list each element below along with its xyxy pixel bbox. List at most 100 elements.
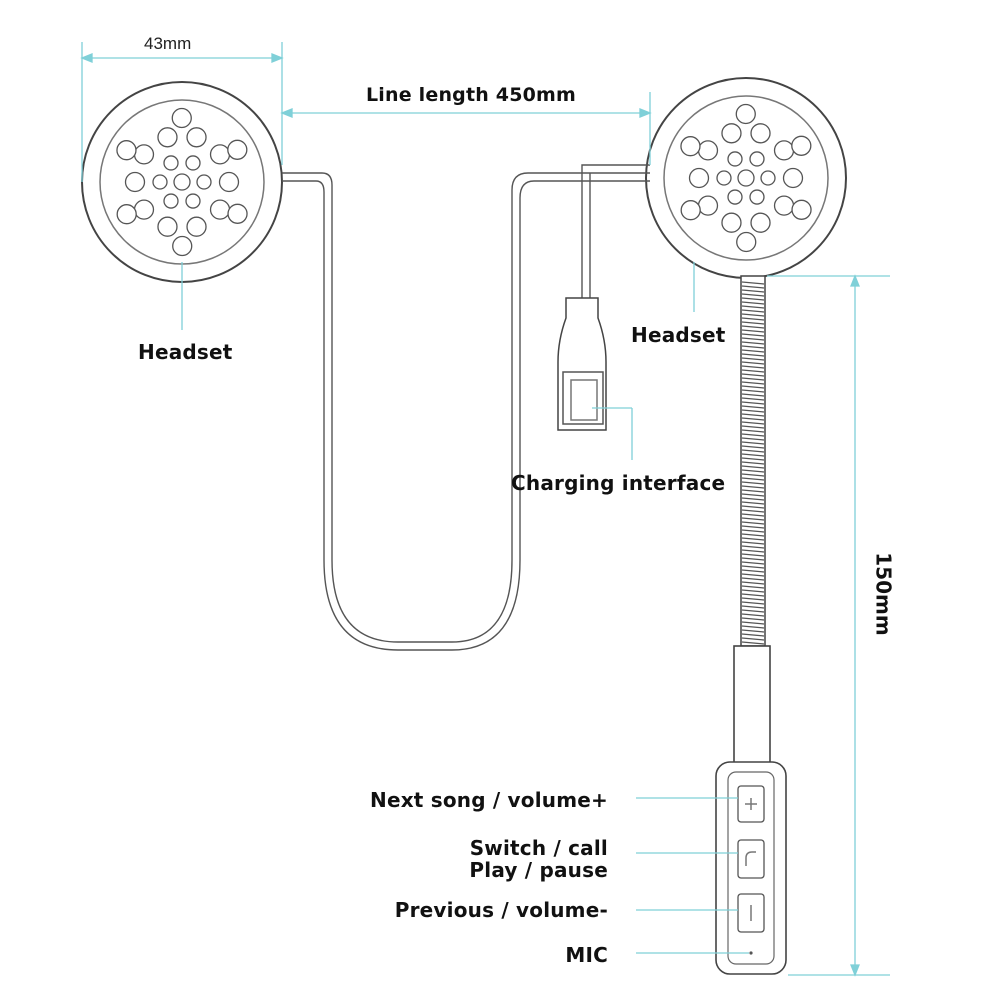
coil-segment — [741, 621, 765, 625]
coil-segment — [741, 349, 765, 353]
speaker-holes-left — [116, 107, 248, 257]
coil-segment — [741, 417, 765, 421]
coil-segment — [741, 569, 765, 573]
charging-interface-label: Charging interface — [511, 471, 726, 495]
speaker-hole — [716, 170, 732, 186]
coil-segment — [741, 585, 765, 589]
speaker-hole — [163, 155, 179, 171]
speaker-hole — [760, 170, 776, 186]
next-song-label: Next song / volume+ — [370, 788, 608, 812]
coil-segment — [741, 613, 765, 617]
gooseneck-boom — [740, 275, 766, 647]
coil-segment — [741, 525, 765, 529]
coil-segment — [741, 565, 765, 569]
speaker-hole — [172, 235, 193, 257]
coil-segment — [741, 509, 765, 513]
coil-segment — [741, 633, 765, 637]
coil-segment — [741, 557, 765, 561]
coil-segment — [741, 353, 765, 357]
coil-segment — [741, 453, 765, 457]
coil-segment — [741, 461, 765, 465]
coil-segment — [741, 549, 765, 553]
coil-segment — [741, 285, 765, 289]
speaker-hole — [185, 193, 201, 209]
speaker-hole — [209, 199, 231, 220]
coil-segment — [741, 629, 765, 633]
coil-segment — [741, 589, 765, 593]
coil-segment — [741, 281, 765, 285]
headset-right-label: Headset — [631, 323, 726, 347]
speaker-hole — [152, 174, 168, 190]
coil-segment — [741, 317, 765, 321]
speaker-hole — [173, 173, 191, 191]
coil-segment — [741, 445, 765, 449]
coil-segment — [741, 477, 765, 481]
speaker-hole — [749, 151, 765, 167]
speaker-hole — [727, 151, 743, 167]
plus-button[interactable] — [737, 785, 765, 823]
coil-segment — [741, 309, 765, 313]
coil-segment — [741, 333, 765, 337]
earpiece-width-label: 43mm — [144, 34, 192, 53]
plus-icon — [745, 798, 757, 810]
coil-segment — [741, 377, 765, 381]
coil-segment — [741, 505, 765, 509]
speaker-hole — [737, 169, 755, 187]
speaker-hole — [186, 216, 207, 237]
coil-segment — [741, 597, 765, 601]
coil-segment — [741, 449, 765, 453]
previous-label: Previous / volume- — [394, 898, 608, 922]
coil-segment — [741, 401, 765, 405]
minus-button[interactable] — [737, 893, 765, 933]
speaker-hole — [688, 167, 710, 189]
charging-connector — [557, 297, 607, 431]
coil-segment — [741, 289, 765, 293]
coil-segment — [741, 473, 765, 477]
left-earpiece — [81, 81, 283, 283]
speaker-hole — [133, 144, 155, 165]
speaker-hole — [791, 199, 812, 220]
coil-segment — [741, 321, 765, 325]
mic-label: MIC — [565, 943, 608, 967]
speaker-hole — [736, 231, 757, 253]
speaker-hole — [218, 171, 240, 193]
coil-segment — [741, 513, 765, 517]
speaker-hole — [116, 204, 137, 225]
line-length-label: Line length 450mm — [366, 84, 577, 106]
coil-segment — [741, 521, 765, 525]
speaker-hole — [133, 199, 155, 220]
speaker-hole — [196, 174, 212, 190]
coil-segment — [741, 341, 765, 345]
coil-segment — [741, 381, 765, 385]
speaker-hole — [791, 135, 812, 156]
coil-segment — [741, 429, 765, 433]
coil-segment — [741, 357, 765, 361]
coil-segment — [741, 573, 765, 577]
speaker-hole — [171, 107, 192, 129]
coil-segment — [741, 389, 765, 393]
right-earpiece — [645, 77, 847, 279]
speaker-hole — [209, 144, 231, 165]
speaker-hole — [157, 127, 178, 148]
coil-segment — [741, 517, 765, 521]
coil-segment — [741, 301, 765, 305]
call-button[interactable] — [737, 839, 765, 879]
coil-segment — [741, 305, 765, 309]
speaker-hole — [116, 140, 137, 161]
charging-cable — [581, 164, 650, 298]
speaker-hole — [157, 216, 178, 237]
speaker-hole — [697, 140, 719, 161]
phone-icon — [745, 851, 756, 866]
coil-segment — [741, 605, 765, 609]
dimension-lines — [80, 42, 890, 977]
coil-segment — [741, 325, 765, 329]
coil-segment — [741, 433, 765, 437]
coil-segment — [741, 337, 765, 341]
play-pause-label: Play / pause — [469, 858, 608, 882]
speaker-hole — [750, 212, 771, 233]
coil-segment — [741, 313, 765, 317]
coil-segment — [741, 577, 765, 581]
coil-segment — [741, 541, 765, 545]
coil-segment — [741, 369, 765, 373]
coil-segment — [741, 617, 765, 621]
